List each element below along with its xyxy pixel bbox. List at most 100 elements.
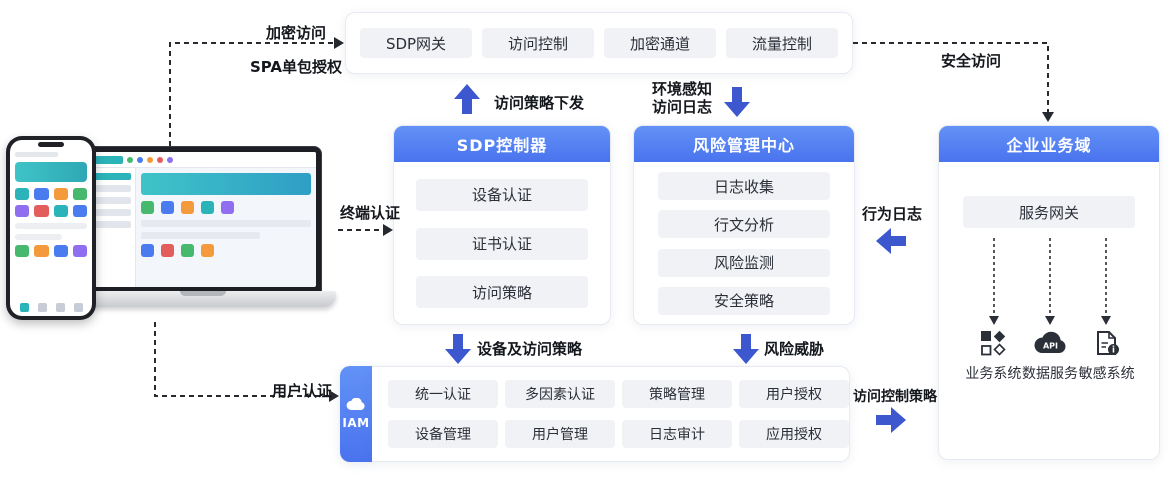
- laptop-topbar: [90, 152, 316, 168]
- app-icon: [141, 244, 154, 257]
- laptop-main: [136, 168, 316, 287]
- arrowhead-right-icon: [383, 224, 393, 236]
- app-icon: [34, 188, 49, 200]
- nav-icon: [19, 303, 29, 312]
- iam-item-user-authz: 用户授权: [739, 380, 849, 408]
- sensitive-system-icon: i: [1096, 331, 1119, 356]
- sidebar-bar: [94, 185, 131, 192]
- content-bar: [141, 232, 260, 239]
- laptop-screen: [84, 146, 322, 292]
- system-data-service: API 数据服务: [1022, 330, 1079, 383]
- service-gateway-item: 服务网关: [963, 196, 1135, 228]
- content-bar: [141, 220, 311, 227]
- app-icon: [34, 245, 49, 257]
- app-icons-row: [141, 244, 311, 257]
- system-data-service-label: 数据服务: [1022, 366, 1078, 382]
- iam-item-log-audit: 日志审计: [622, 420, 732, 448]
- laptop-mockup: [70, 146, 336, 312]
- app-icons-row: [141, 201, 311, 214]
- sdp-controller-panel: SDP控制器 设备认证 证书认证 访问策略: [393, 125, 611, 325]
- app-icon: [53, 205, 68, 217]
- arrowhead-right-icon: [329, 390, 339, 402]
- app-icon: [15, 245, 30, 257]
- risk-center-title: 风险管理中心: [634, 126, 854, 162]
- gateway-item-traffic-control: 流量控制: [726, 28, 838, 58]
- phone-screen: [10, 140, 92, 316]
- app-icon: [34, 205, 49, 217]
- app-icon: [161, 244, 174, 257]
- app-icon: [201, 244, 214, 257]
- nav-icon: [37, 303, 47, 312]
- dashed-path-encrypted-access: [169, 42, 334, 146]
- label-policy-dispatch: 访问策略下发: [494, 94, 585, 112]
- gateway-item-access-control: 访问控制: [482, 28, 594, 58]
- app-icon: [181, 201, 194, 214]
- sidebar-bar: [94, 173, 131, 180]
- sdp-item-cert-auth: 证书认证: [416, 227, 588, 260]
- iam-item-user-mgmt: 用户管理: [505, 420, 615, 448]
- risk-item-security-policy: 安全策略: [658, 286, 830, 315]
- sdp-item-device-auth: 设备认证: [416, 178, 588, 211]
- app-icon: [53, 245, 68, 257]
- dot-icon: [157, 156, 163, 163]
- gateway-item-encrypted-tunnel: 加密通道: [604, 28, 716, 58]
- risk-center-body: 日志收集 行文分析 风险监测 安全策略: [634, 162, 854, 325]
- phone-mockup: [6, 136, 96, 320]
- sdp-controller-body: 设备认证 证书认证 访问策略: [394, 162, 610, 325]
- laptop-base: [70, 291, 336, 307]
- label-secure-access: 安全访问: [941, 52, 1002, 70]
- risk-item-behavior-analysis: 行文分析: [658, 210, 830, 239]
- label-behavior-log: 行为日志: [862, 205, 923, 223]
- app-icon: [201, 201, 214, 214]
- arrow-right-access-control-icon: [876, 407, 906, 433]
- risk-item-risk-monitoring: 风险监测: [658, 248, 830, 277]
- risk-item-log-collection: 日志收集: [658, 172, 830, 201]
- system-business: 业务系统: [965, 330, 1022, 383]
- arrow-down-env-log-icon: [724, 87, 750, 117]
- iam-body: 统一认证 多因素认证 策略管理 用户授权 设备管理 用户管理 日志审计 应用授权: [372, 366, 850, 462]
- enterprise-domain-panel: 企业业务域 服务网关 业务系统: [938, 125, 1160, 460]
- dashed-path-secure-access: [853, 42, 1049, 112]
- label-user-auth: 用户认证: [272, 382, 333, 400]
- gateway-capability-panel: SDP网关 访问控制 加密通道 流量控制: [345, 12, 853, 74]
- phone-bottom-nav: [15, 303, 87, 312]
- arrow-down-device-policy-icon: [445, 334, 471, 364]
- nav-icon: [55, 303, 65, 312]
- laptop-sidebar: [90, 168, 136, 287]
- laptop-base-notch: [180, 291, 226, 296]
- sidebar-bar: [94, 209, 131, 216]
- arrowhead-down-icon: [1042, 112, 1054, 122]
- phone-titlebar: [15, 152, 59, 157]
- info-glyph: i: [1112, 346, 1115, 356]
- label-access-log-line2: 访问日志: [652, 98, 713, 116]
- label-spa-single-packet: SPA单包授权: [250, 58, 343, 76]
- app-icon: [15, 188, 30, 200]
- nav-icon: [73, 303, 83, 312]
- app-icon: [181, 244, 194, 257]
- app-icon: [53, 188, 68, 200]
- phone-app-grid: [15, 245, 87, 257]
- dot-icon: [137, 156, 143, 163]
- phone-notch: [38, 142, 64, 147]
- dot-icon: [147, 156, 153, 163]
- system-sensitive: i 敏感系统: [1078, 330, 1135, 383]
- cloud-icon: [346, 398, 365, 410]
- iam-panel: IAM 统一认证 多因素认证 策略管理 用户授权 设备管理 用户管理 日志审计 …: [340, 366, 850, 462]
- arrowhead-down-icon: [1101, 316, 1111, 325]
- phone-text-bar: [15, 223, 87, 229]
- iam-item-mfa: 多因素认证: [505, 380, 615, 408]
- dot-icon: [167, 156, 173, 163]
- phone-banner: [15, 162, 87, 182]
- arrowhead-down-icon: [1045, 316, 1055, 325]
- arrow-left-behavior-log-icon: [876, 228, 906, 254]
- sidebar-bar: [94, 221, 131, 228]
- iam-item-policy-mgmt: 策略管理: [622, 380, 732, 408]
- iam-item-device-mgmt: 设备管理: [388, 420, 498, 448]
- api-cloud-icon: API: [1034, 331, 1066, 353]
- label-access-control-policy: 访问控制策略: [853, 389, 937, 405]
- label-env-awareness-line1: 环境感知: [652, 80, 713, 98]
- label-env-awareness: 环境感知 访问日志: [652, 80, 712, 116]
- dashed-path-user-auth: [154, 322, 329, 397]
- system-sensitive-label: 敏感系统: [1078, 366, 1135, 382]
